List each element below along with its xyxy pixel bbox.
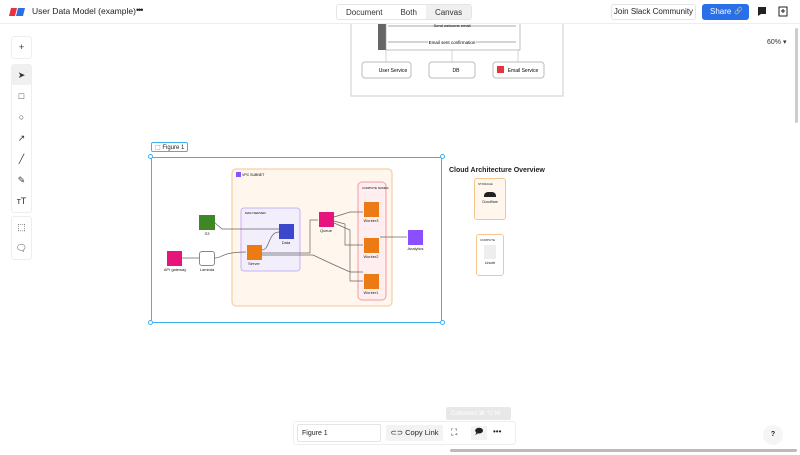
s3-label: S3 bbox=[204, 231, 210, 236]
export-icon[interactable] bbox=[778, 6, 788, 17]
drawing-tools: ➤ □ ○ ↗ ╱ ✎ ᴛT bbox=[11, 64, 32, 213]
comment-tooltip: Comment ⌘ ⌥ M bbox=[446, 407, 511, 420]
analytics-icon[interactable] bbox=[408, 230, 423, 245]
cloudflare-icon bbox=[484, 192, 496, 197]
text-tool-icon[interactable]: ᴛT bbox=[16, 196, 27, 206]
worker2-label: Worker2 bbox=[363, 254, 379, 259]
node-user-service: User Service bbox=[379, 68, 408, 74]
rectangle-tool-icon[interactable]: □ bbox=[18, 91, 25, 101]
link-icon: ⊂⊃ bbox=[390, 428, 406, 437]
zoom-value: 60% bbox=[767, 39, 782, 46]
s3-icon[interactable] bbox=[199, 215, 215, 230]
resize-handle[interactable] bbox=[148, 320, 153, 325]
figure-frame[interactable] bbox=[151, 157, 442, 323]
storage-label: STORAGE bbox=[478, 182, 493, 186]
figure-name: Figure 1 bbox=[162, 145, 185, 151]
worker2-icon[interactable] bbox=[364, 238, 379, 253]
main-server-label: MAIN SERVER bbox=[245, 211, 266, 215]
comment-icon[interactable]: 🗩 bbox=[471, 426, 487, 440]
copy-link-label: Copy Link bbox=[405, 428, 439, 437]
api-gateway-label: API gateway bbox=[163, 267, 187, 272]
storage-card[interactable]: STORAGE Cloudflare bbox=[474, 178, 506, 220]
zoom-level[interactable]: 60% ▾ bbox=[767, 39, 787, 46]
worker1-label: Worker1 bbox=[363, 290, 379, 295]
tab-both[interactable]: Both bbox=[400, 8, 417, 17]
compute-label: COMPUTE bbox=[480, 238, 495, 242]
join-slack-button[interactable]: Join Slack Community bbox=[611, 4, 696, 20]
worker3-label: Worker3 bbox=[363, 218, 379, 223]
linode-icon bbox=[484, 245, 496, 259]
link-icon: 🔗 bbox=[734, 8, 743, 15]
add-tool-group: + bbox=[11, 36, 32, 59]
server-icon[interactable] bbox=[247, 245, 262, 260]
add-button[interactable]: + bbox=[18, 42, 25, 52]
document-title[interactable]: User Data Model (example) bbox=[32, 6, 136, 16]
fullscreen-icon[interactable]: ⛶ bbox=[451, 427, 458, 437]
queue-label: Queue bbox=[319, 228, 332, 233]
node-db: DB bbox=[453, 68, 461, 74]
copy-link-button[interactable]: ⊂⊃ Copy Link bbox=[386, 425, 443, 441]
vertical-scrollbar[interactable] bbox=[795, 28, 798, 123]
analytics-label: Analytics bbox=[407, 246, 424, 251]
resize-handle[interactable] bbox=[148, 154, 153, 159]
queue-icon[interactable] bbox=[319, 212, 334, 227]
overview-title: Cloud Architecture Overview bbox=[449, 167, 545, 174]
share-label: Share bbox=[710, 7, 732, 16]
figure-label[interactable]: ⬚ Figure 1 bbox=[151, 142, 189, 152]
comment-tool-icon[interactable]: 🗨 bbox=[15, 242, 28, 253]
frame-tool-icon[interactable]: ⬚ bbox=[17, 221, 26, 232]
data-label: Data bbox=[281, 240, 291, 245]
cloudflare-label: Cloudflare bbox=[482, 200, 498, 204]
lambda-label: Lambda bbox=[199, 267, 215, 272]
api-gateway-icon[interactable] bbox=[167, 251, 182, 266]
arrow-tool-icon[interactable]: ↗ bbox=[17, 132, 26, 143]
frame-icon: ⬚ bbox=[155, 145, 163, 151]
extra-tools: ⬚ 🗨 bbox=[11, 216, 32, 260]
compute-nodes-label: COMPUTE NODES bbox=[362, 186, 389, 190]
select-tool-icon[interactable]: ➤ bbox=[12, 65, 31, 85]
more-menu-button[interactable]: ••• bbox=[136, 5, 144, 15]
figure-toolbar: Figure 1 ⊂⊃ Copy Link ⛶ 🗩 ••• bbox=[293, 421, 516, 445]
ellipse-tool-icon[interactable]: ○ bbox=[18, 112, 25, 122]
help-button[interactable]: ? bbox=[763, 425, 783, 445]
horizontal-scrollbar[interactable] bbox=[450, 449, 797, 452]
resize-handle[interactable] bbox=[440, 154, 445, 159]
more-icon[interactable]: ••• bbox=[493, 427, 502, 436]
pencil-tool-icon[interactable]: ✎ bbox=[17, 174, 26, 185]
worker3-icon[interactable] bbox=[364, 202, 379, 217]
vpc-label: VPC SUBNET bbox=[242, 173, 265, 177]
app-logo bbox=[9, 8, 25, 16]
message-label: Send welcome email bbox=[434, 23, 471, 28]
resize-handle[interactable] bbox=[440, 320, 445, 325]
figure-name-input[interactable]: Figure 1 bbox=[297, 424, 381, 442]
worker1-icon[interactable] bbox=[364, 274, 379, 289]
server-label: Server bbox=[248, 261, 260, 266]
linode-label: Linode bbox=[484, 261, 496, 265]
tab-document[interactable]: Document bbox=[346, 8, 383, 17]
node-email-service: Email Service bbox=[508, 68, 539, 74]
message-label: Email sent confirmation bbox=[429, 40, 476, 45]
compute-card[interactable]: COMPUTE Linode bbox=[476, 234, 504, 276]
tab-canvas[interactable]: Canvas bbox=[425, 5, 472, 19]
data-icon[interactable] bbox=[279, 224, 294, 239]
lambda-icon[interactable] bbox=[199, 251, 215, 266]
view-switcher: Document Both Canvas bbox=[336, 4, 473, 20]
header: User Data Model (example) ••• Document B… bbox=[0, 0, 800, 24]
comments-icon[interactable] bbox=[757, 6, 767, 17]
sequence-diagram[interactable]: Send welcome email Email sent confirmati… bbox=[350, 14, 564, 97]
line-tool-icon[interactable]: ╱ bbox=[18, 153, 25, 164]
share-button[interactable]: Share🔗 bbox=[702, 4, 749, 20]
